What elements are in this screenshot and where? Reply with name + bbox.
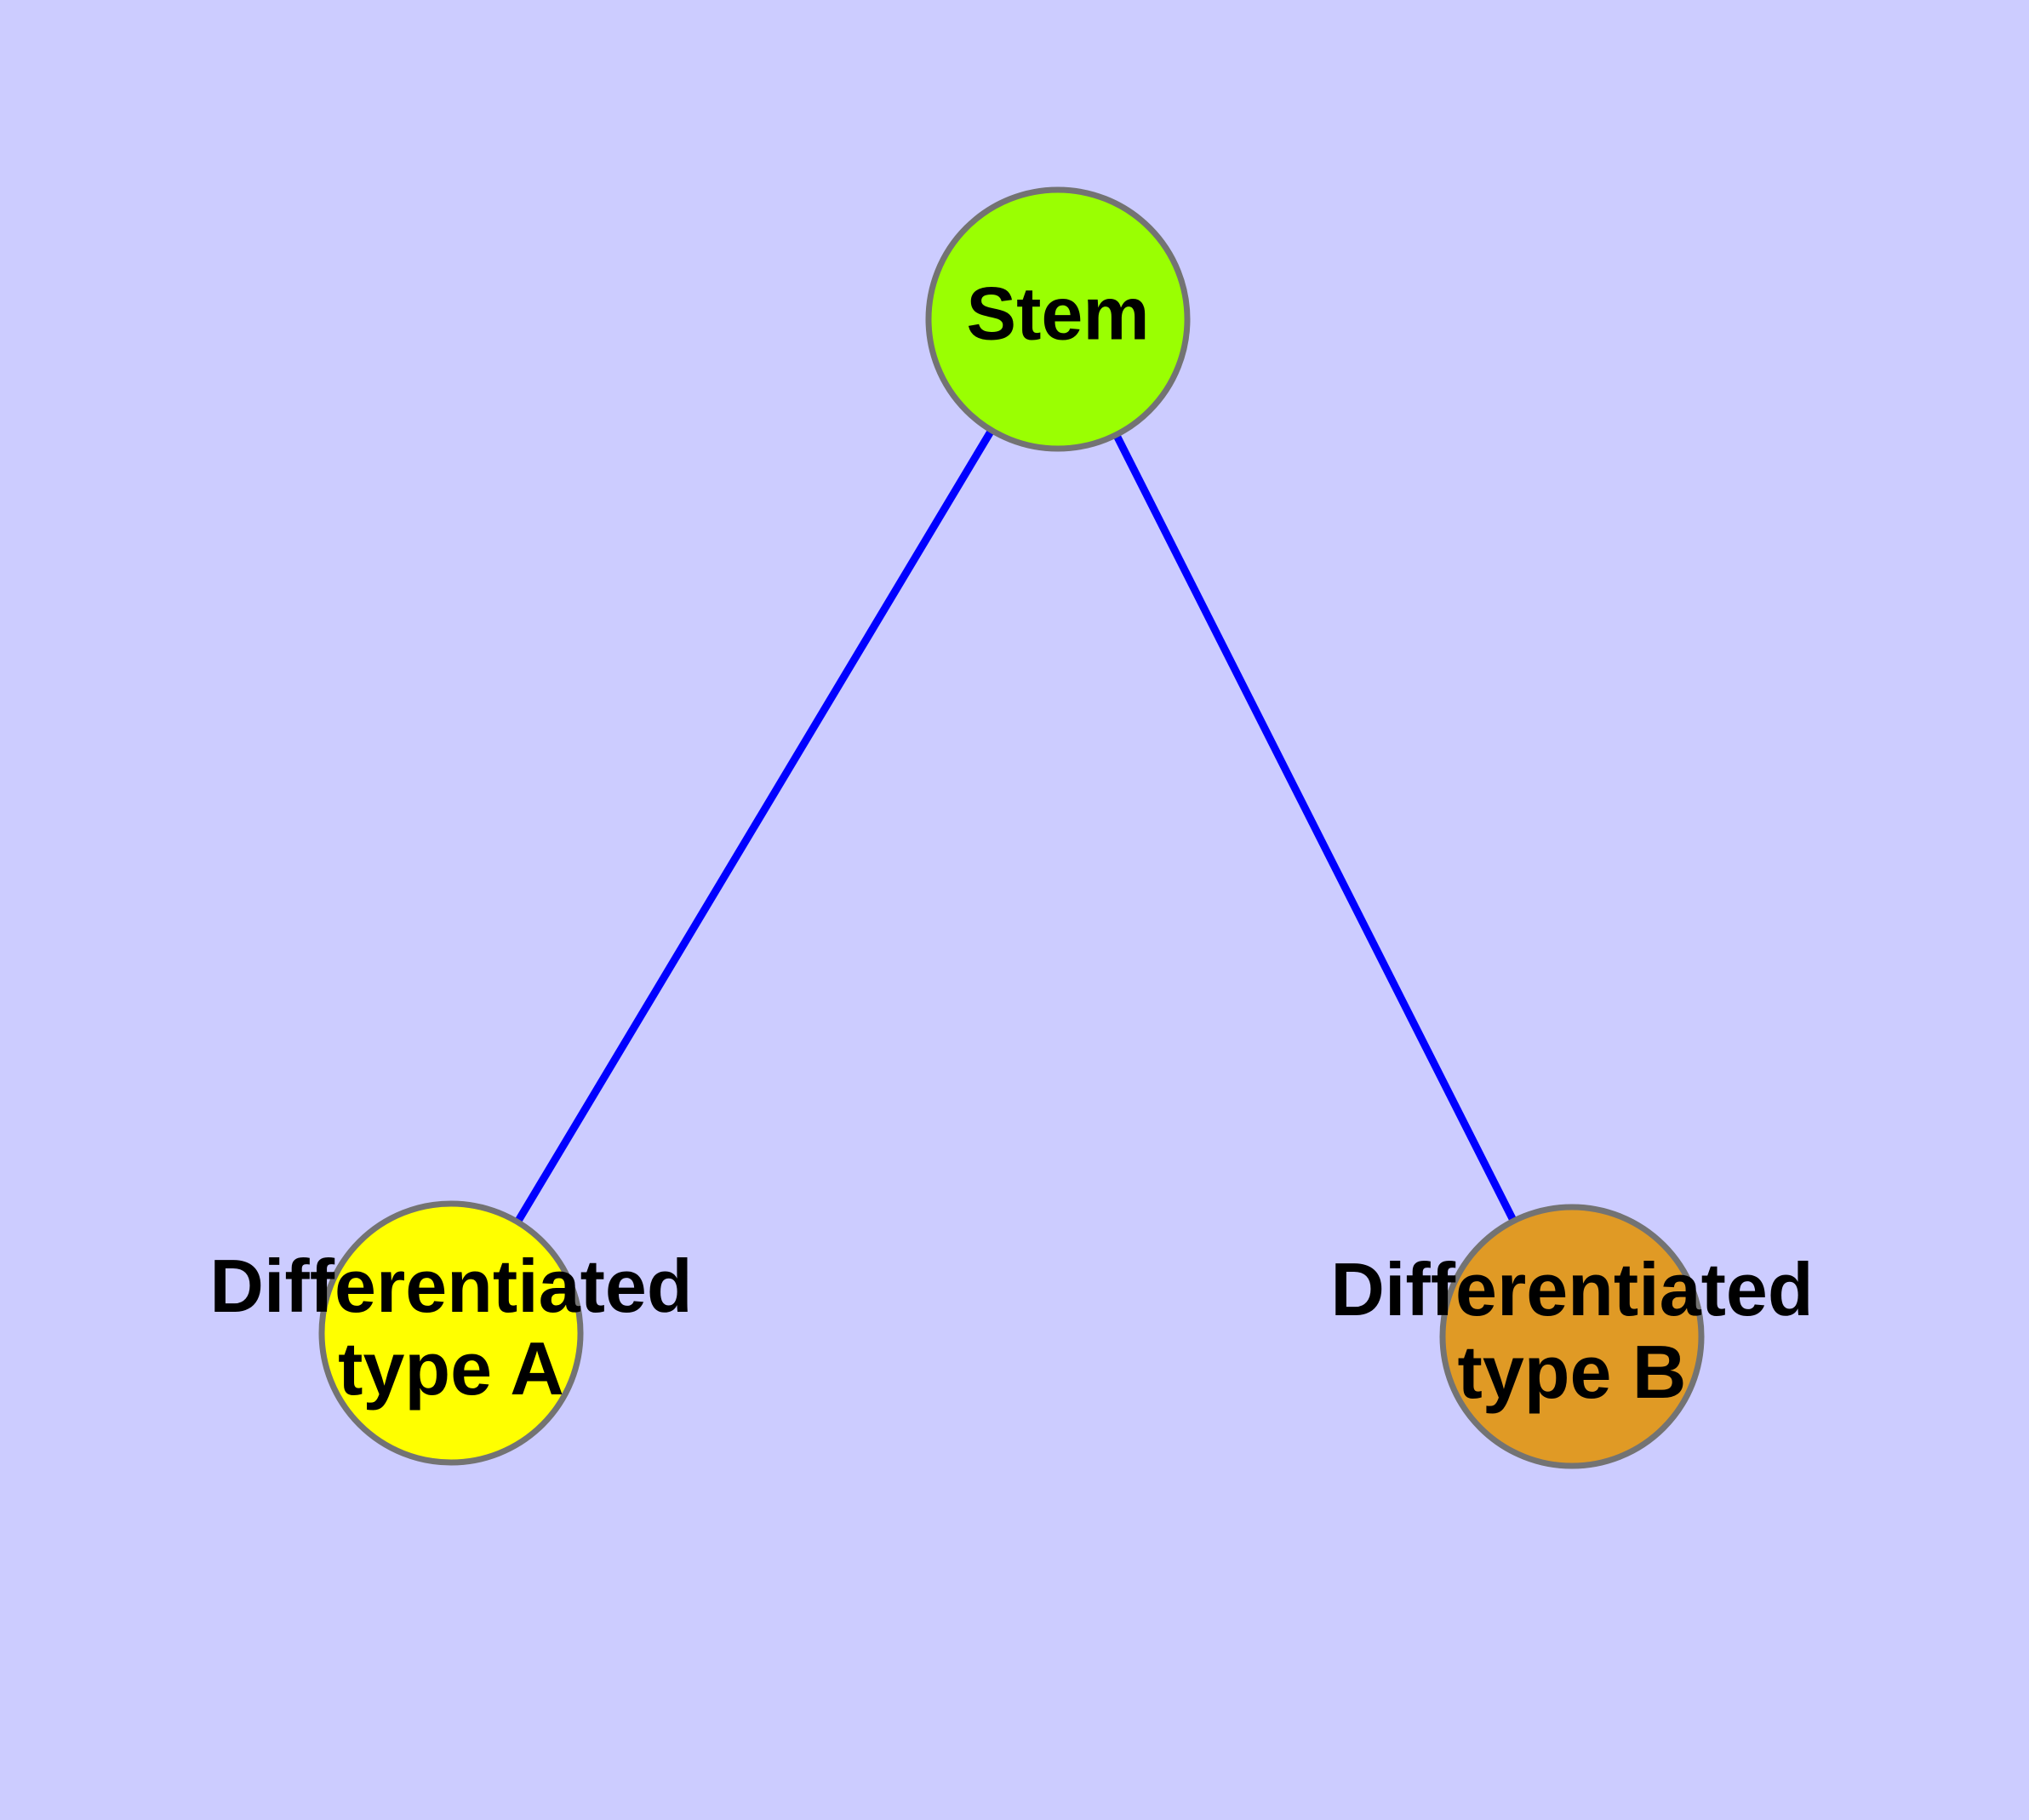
node-circle-stem[interactable]	[925, 186, 1191, 452]
graph-edge-stem-to-a[interactable]	[448, 317, 1061, 1336]
node-label-diff-b-line-1: Differentiated	[1330, 1247, 1813, 1331]
node-circle-diff-b[interactable]	[1439, 1204, 1705, 1469]
node-label-stem: Stem	[966, 271, 1149, 355]
node-label-diff-a-line-1: Differentiated	[209, 1244, 692, 1328]
graph-node-stem[interactable]: Stem	[925, 186, 1191, 452]
node-circle-diff-a[interactable]	[318, 1200, 584, 1466]
graph-edge-stem-to-b[interactable]	[1054, 317, 1576, 1339]
node-label-diff-b-line-2: type B	[1458, 1330, 1687, 1414]
edge-layer	[448, 317, 1576, 1339]
node-label-diff-a-line-2: type A	[338, 1326, 564, 1411]
